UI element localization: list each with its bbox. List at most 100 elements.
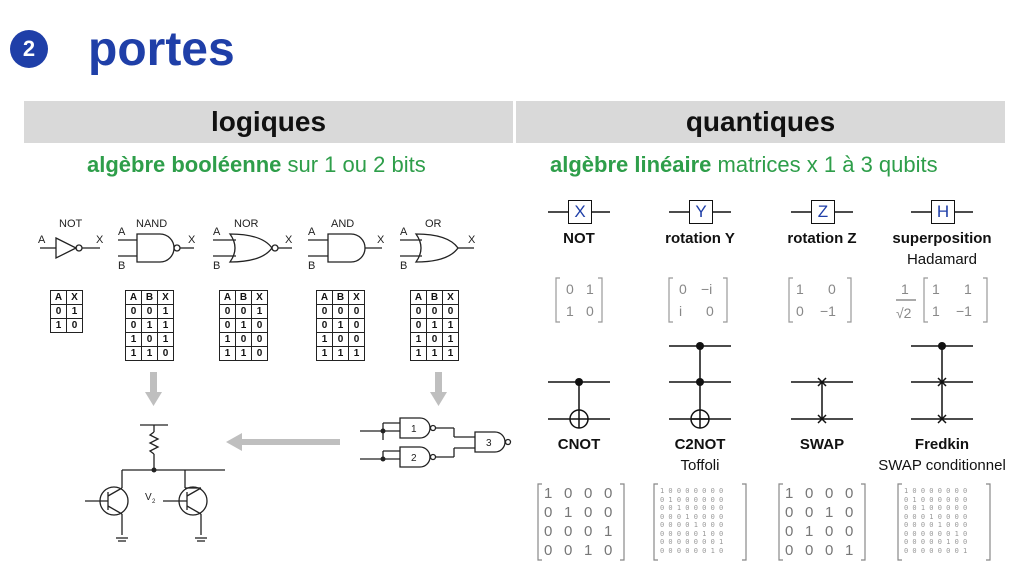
gate-name-and: AND <box>331 218 355 230</box>
subtitle-logiques: algèbre booléenne sur 1 ou 2 bits <box>87 152 426 178</box>
control-dot <box>938 342 946 350</box>
mat-cnot-03: 0 <box>604 485 612 502</box>
gate-box-y: Y <box>689 200 713 224</box>
mat-h-prefactor-num: 1 <box>901 281 909 297</box>
mat-x-01: 1 <box>586 281 594 297</box>
mat-x-11: 0 <box>586 303 594 319</box>
matrix-toffoli: 1 0 0 0 0 0 0 0 0 1 0 0 0 0 0 0 0 0 1 0 … <box>660 487 744 555</box>
control-dot <box>696 378 704 386</box>
mat-swap-32: 0 <box>825 542 833 559</box>
arrow-down-left-head <box>145 392 162 406</box>
tt-cell: 0 <box>251 318 268 333</box>
subtitle-quantiques: algèbre linéaire matrices x 1 à 3 qubits <box>550 152 938 178</box>
label-superposition: superposition <box>892 230 992 247</box>
label-not: NOT <box>563 230 595 247</box>
matrix-toffoli-row: 1 0 0 0 0 0 0 0 <box>660 487 724 495</box>
tt-cell: 1 <box>316 346 333 361</box>
pin-a-or: A <box>400 226 408 238</box>
tt-cell: 1 <box>235 318 252 333</box>
control-dot <box>575 378 583 386</box>
quantum-circuits-multi <box>548 342 973 429</box>
matrix-toffoli-row: 0 0 1 0 0 0 0 0 <box>660 504 724 512</box>
mat-cnot-30: 0 <box>544 542 552 559</box>
label-c2not: C2NOT <box>674 436 726 453</box>
tt-cell: X <box>442 290 459 305</box>
mat-cnot-00: 1 <box>544 485 552 502</box>
arrow-down-right-shaft <box>435 372 442 394</box>
tt-cell: A <box>316 290 333 305</box>
tt-cell: A <box>219 290 236 305</box>
matrix-fredkin-row: 0 0 0 0 0 0 0 1 <box>904 546 968 555</box>
pin-x-not: X <box>96 234 104 246</box>
matrices-single-qubit: 0 1 1 0 0 −i i 0 1 0 0 −1 1 1 1 −1 1 √2 <box>555 277 988 323</box>
mat-z-00: 1 <box>796 281 804 297</box>
mat-swap-11: 0 <box>805 504 813 521</box>
arrow-left-shaft <box>240 439 340 445</box>
tt-cell: 1 <box>235 346 252 361</box>
label-swap: SWAP <box>799 436 845 453</box>
tt-cell: 1 <box>316 332 333 347</box>
mat-swap-20: 0 <box>785 523 793 540</box>
pin-b-nor: B <box>213 260 221 272</box>
mat-cnot-02: 0 <box>584 485 592 502</box>
tt-cell: 1 <box>442 318 459 333</box>
header-logiques: logiques <box>24 101 513 143</box>
tt-cell: 0 <box>332 304 349 319</box>
tt-cell: 0 <box>426 332 443 347</box>
mat-h-prefactor-den: √2 <box>896 305 912 321</box>
tt-cell: 0 <box>332 332 349 347</box>
gate-name-not: NOT <box>59 218 83 230</box>
mat-swap-22: 0 <box>825 523 833 540</box>
tt-cell: 1 <box>141 318 158 333</box>
tt-cell: 0 <box>235 332 252 347</box>
gate-box-z: Z <box>811 200 835 224</box>
tt-cell: 1 <box>332 346 349 361</box>
mat-swap-01: 0 <box>805 485 813 502</box>
tt-cell: 1 <box>157 318 174 333</box>
tt-cell: 0 <box>125 318 142 333</box>
mat-swap-33: 1 <box>845 542 853 559</box>
mat-swap-13: 0 <box>845 504 853 521</box>
tt-cell: A <box>410 290 427 305</box>
gate-box-h: H <box>931 200 955 224</box>
mat-swap-31: 0 <box>805 542 813 559</box>
label-cnot: CNOT <box>557 436 601 453</box>
mat-cnot-10: 0 <box>544 504 552 521</box>
pin-x-or: X <box>468 234 476 246</box>
mat-swap-10: 0 <box>785 504 793 521</box>
mat-z-11: −1 <box>820 303 836 319</box>
junction-dot <box>151 467 157 473</box>
tt-cell: 1 <box>125 346 142 361</box>
tt-cell: 0 <box>426 304 443 319</box>
mat-cnot-20: 0 <box>544 523 552 540</box>
matrix-fredkin: 1 0 0 0 0 0 0 0 0 1 0 0 0 0 0 0 0 0 1 0 … <box>904 487 988 555</box>
tt-cell: 1 <box>219 346 236 361</box>
tt-cell: 0 <box>410 318 427 333</box>
tt-cell: 1 <box>50 318 67 333</box>
junction-dot <box>380 456 386 462</box>
subtitle-quantiques-bold: algèbre linéaire <box>550 152 712 177</box>
matrix-toffoli-row: 0 0 0 0 0 0 1 0 <box>660 546 724 555</box>
mat-x-00: 0 <box>566 281 574 297</box>
tt-cell: 1 <box>348 346 365 361</box>
tt-cell: 0 <box>348 332 365 347</box>
matrix-toffoli-row: 0 0 0 0 0 1 0 0 <box>660 529 724 538</box>
gate-network-label-3: 3 <box>486 438 492 449</box>
label-hadamard: Hadamard <box>906 251 978 268</box>
tt-cell: 1 <box>141 346 158 361</box>
tt-cell: 1 <box>410 346 427 361</box>
matrix-fredkin-row: 1 0 0 0 0 0 0 0 <box>904 487 968 495</box>
pin-b-and: B <box>308 260 316 272</box>
mat-swap-02: 0 <box>825 485 833 502</box>
junction-dot <box>380 428 386 434</box>
gate-name-or: OR <box>425 218 442 230</box>
mat-swap-00: 1 <box>785 485 793 502</box>
tt-cell: X <box>251 290 268 305</box>
subtitle-logiques-rest: sur 1 ou 2 bits <box>281 152 426 177</box>
transistor-subscript: 2 <box>152 499 156 505</box>
tt-cell: 1 <box>410 332 427 347</box>
pin-b-or: B <box>400 260 408 272</box>
tt-cell: 0 <box>157 346 174 361</box>
